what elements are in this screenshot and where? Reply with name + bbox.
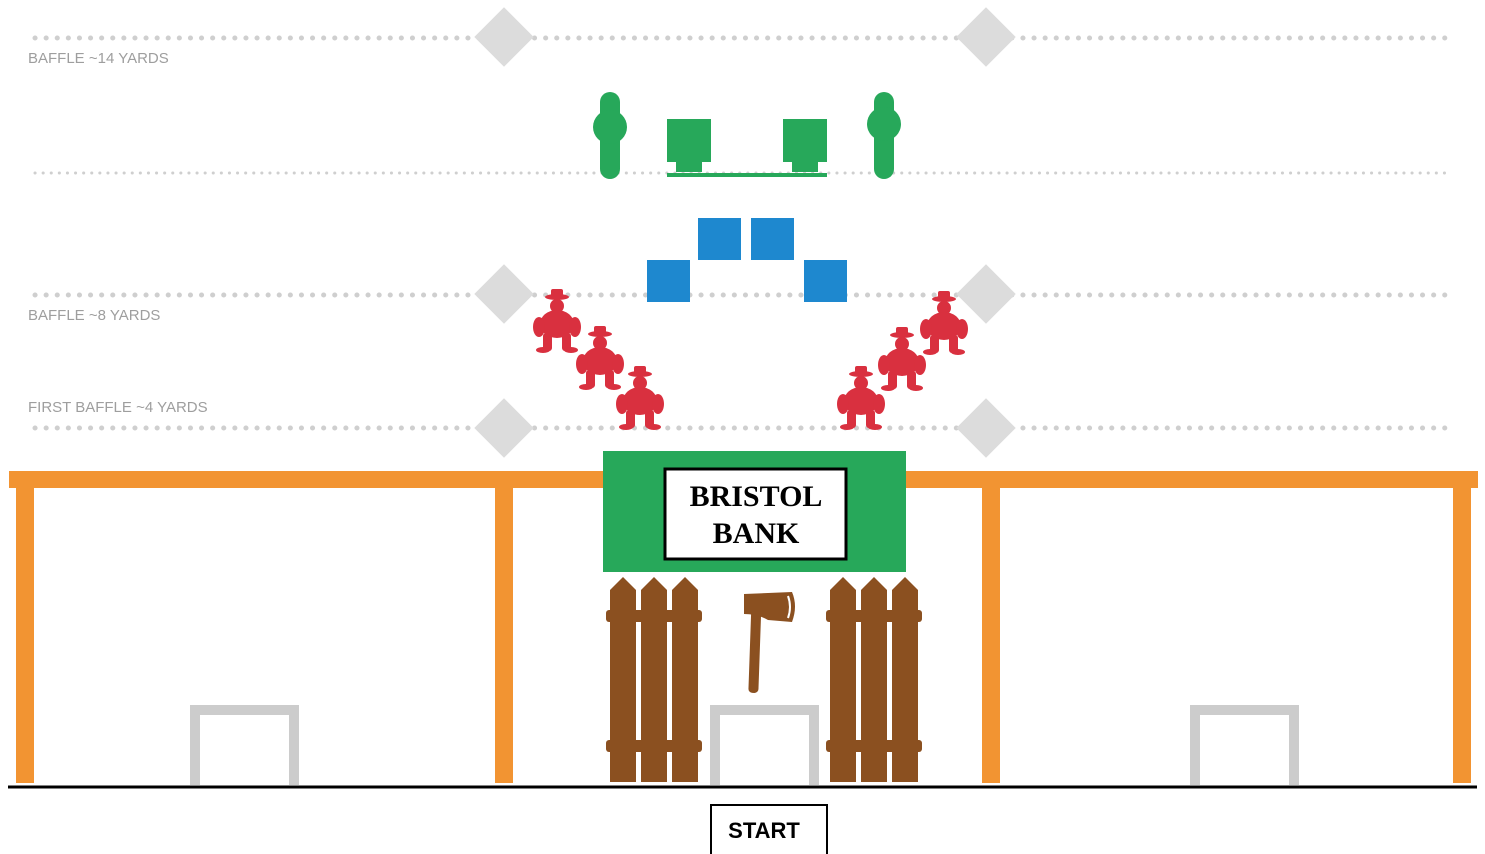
red-bandit-target (533, 289, 581, 353)
wall-post (495, 486, 513, 783)
bank-sign-line1: BRISTOL (690, 480, 823, 513)
baffle-diamond (474, 264, 534, 324)
blue-targets (647, 218, 847, 302)
blue-plate (698, 218, 741, 260)
wall-post (1453, 486, 1471, 783)
baffle-label-mid: BAFFLE ~8 YARDS (28, 307, 160, 324)
red-bandit-target (837, 366, 885, 430)
red-bandit-target (878, 327, 926, 391)
fence-left (606, 577, 702, 782)
baffle-label-first: FIRST BAFFLE ~4 YARDS (28, 399, 208, 416)
green-plate-left (667, 119, 711, 172)
fence-right (826, 577, 922, 782)
red-bandit-target (576, 326, 624, 390)
blue-plate (804, 260, 847, 302)
red-bandit-target (616, 366, 664, 430)
baffle-line-first (32, 398, 1458, 458)
red-bandit-target (920, 291, 968, 355)
axe-icon (744, 592, 795, 694)
wall-post (982, 486, 1000, 783)
baffle-diamond (474, 398, 534, 458)
baffle-label-far: BAFFLE ~14 YARDS (28, 50, 169, 67)
baffle-diamond (956, 7, 1016, 67)
start-label: START (728, 818, 800, 843)
bank-sign-line2: BANK (713, 517, 800, 550)
blue-plate (751, 218, 794, 260)
table-right (1190, 705, 1299, 785)
green-targets (593, 92, 901, 179)
green-popper-right (867, 92, 901, 179)
table-center (710, 705, 819, 785)
baffle-diamond (956, 264, 1016, 324)
baffle-diamond (474, 7, 534, 67)
green-plate-base (667, 173, 827, 177)
green-popper-left (593, 92, 627, 179)
red-targets (533, 289, 968, 430)
green-plate-right (783, 119, 827, 172)
table-left (190, 705, 299, 785)
bank-sign: BRISTOL BANK (663, 467, 848, 561)
baffle-line-far (32, 7, 1458, 67)
baffle-diamond (956, 398, 1016, 458)
start-marker: START (710, 804, 828, 854)
blue-plate (647, 260, 690, 302)
wall-post (16, 486, 34, 783)
baffle-line-mid (32, 264, 1458, 324)
